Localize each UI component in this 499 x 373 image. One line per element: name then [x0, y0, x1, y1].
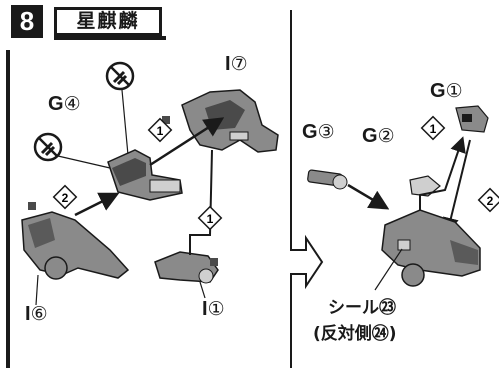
part-label-i7: I⑦ [225, 53, 248, 75]
part-g2 [409, 175, 441, 197]
assembled-head [381, 209, 481, 287]
step-title: 星麒麟 [54, 7, 162, 36]
order-mark [420, 115, 446, 141]
order-mark-label: 1 [207, 212, 214, 226]
left-border [6, 50, 10, 368]
part-g3 [307, 169, 348, 190]
order-mark [197, 205, 223, 231]
title-underline [54, 36, 166, 40]
peg [210, 258, 218, 266]
order-mark [52, 184, 78, 210]
order-mark-label: 1 [430, 122, 437, 136]
order-mark-label: 2 [62, 191, 69, 205]
part-label-i6: I⑥ [25, 303, 48, 325]
next-arrow [290, 234, 324, 290]
part-label-g4: G④ [48, 93, 81, 115]
part-label-g3: G③ [302, 121, 335, 143]
order-mark-label: 1 [157, 124, 164, 138]
peg [28, 202, 36, 210]
part-label-i1: I① [202, 298, 225, 320]
peg [162, 116, 170, 124]
part-g4 [107, 149, 183, 201]
part-i1 [154, 251, 219, 299]
part-label-g2: G② [362, 125, 395, 147]
part-i6 [21, 211, 130, 306]
no-glue-icon [105, 61, 135, 91]
section-divider [290, 10, 292, 368]
part-label-g1: G① [430, 80, 463, 102]
order-mark [147, 117, 173, 143]
order-mark [477, 187, 499, 213]
part-i7 [181, 89, 279, 153]
step-number: 8 [11, 5, 43, 38]
no-glue-icon [33, 132, 63, 162]
order-mark-label: 2 [487, 194, 494, 208]
part-g1 [455, 105, 489, 133]
sticker-label: シール㉓ [328, 298, 396, 318]
sticker-opposite-label: (反対側㉔) [313, 324, 397, 344]
